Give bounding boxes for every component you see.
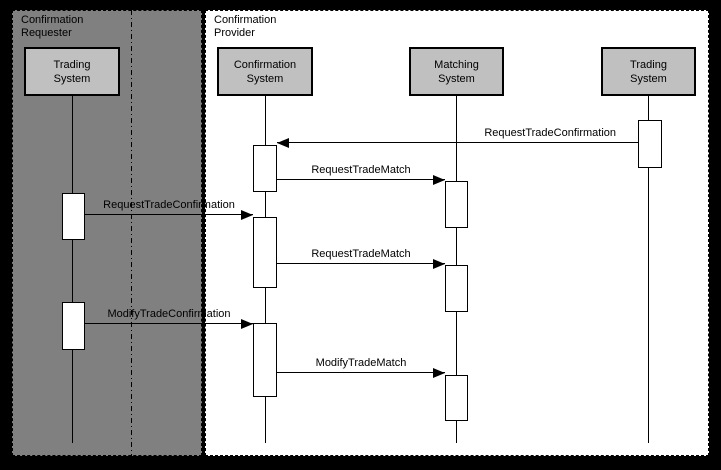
lifeline-trading-system-left — [72, 96, 73, 443]
message-label: RequestTradeConfirmation — [484, 127, 616, 139]
activation-confirmation-1 — [253, 145, 277, 192]
message-line — [277, 179, 445, 180]
arrowhead-right-icon — [241, 210, 253, 220]
actor-label: Trading System — [630, 58, 667, 85]
arrowhead-right-icon — [433, 368, 445, 378]
arrowhead-left-icon — [277, 138, 289, 148]
activation-confirmation-3 — [253, 323, 277, 397]
message-line — [277, 263, 445, 264]
message-label: RequestTradeMatch — [311, 248, 411, 260]
message-line — [85, 323, 253, 324]
activation-trading-left-1 — [62, 193, 85, 240]
actor-label: Confirmation System — [233, 58, 297, 85]
lifeline-trading-system-right — [648, 96, 649, 443]
actor-confirmation-system: Confirmation System — [217, 47, 313, 96]
message-label: RequestTradeConfirmation — [103, 199, 235, 211]
message-line — [277, 372, 445, 373]
message-label: RequestTradeMatch — [311, 164, 411, 176]
message-label: ModifyTradeConfirmation — [107, 308, 231, 320]
package-provider-label: Confirmation Provider — [214, 14, 277, 39]
message-line — [85, 214, 253, 215]
activation-confirmation-2 — [253, 217, 277, 288]
activation-matching-3 — [445, 375, 468, 421]
actor-matching-system: Matching System — [409, 47, 504, 96]
activation-matching-1 — [445, 181, 468, 228]
message-label: ModifyTradeMatch — [315, 357, 407, 369]
region-divider-dashdot-line — [131, 10, 132, 456]
activation-trading-right-1 — [638, 120, 662, 168]
arrowhead-right-icon — [433, 175, 445, 185]
message-line — [277, 142, 638, 143]
activation-matching-2 — [445, 265, 468, 312]
arrowhead-right-icon — [433, 259, 445, 269]
package-requester-label: Confirmation Requester — [21, 14, 84, 39]
actor-label: Trading System — [53, 58, 91, 85]
actor-label: Matching System — [434, 58, 479, 85]
arrowhead-right-icon — [241, 319, 253, 329]
actor-trading-system-left: Trading System — [24, 47, 120, 96]
activation-trading-left-2 — [62, 302, 85, 350]
actor-trading-system-right: Trading System — [601, 47, 696, 96]
